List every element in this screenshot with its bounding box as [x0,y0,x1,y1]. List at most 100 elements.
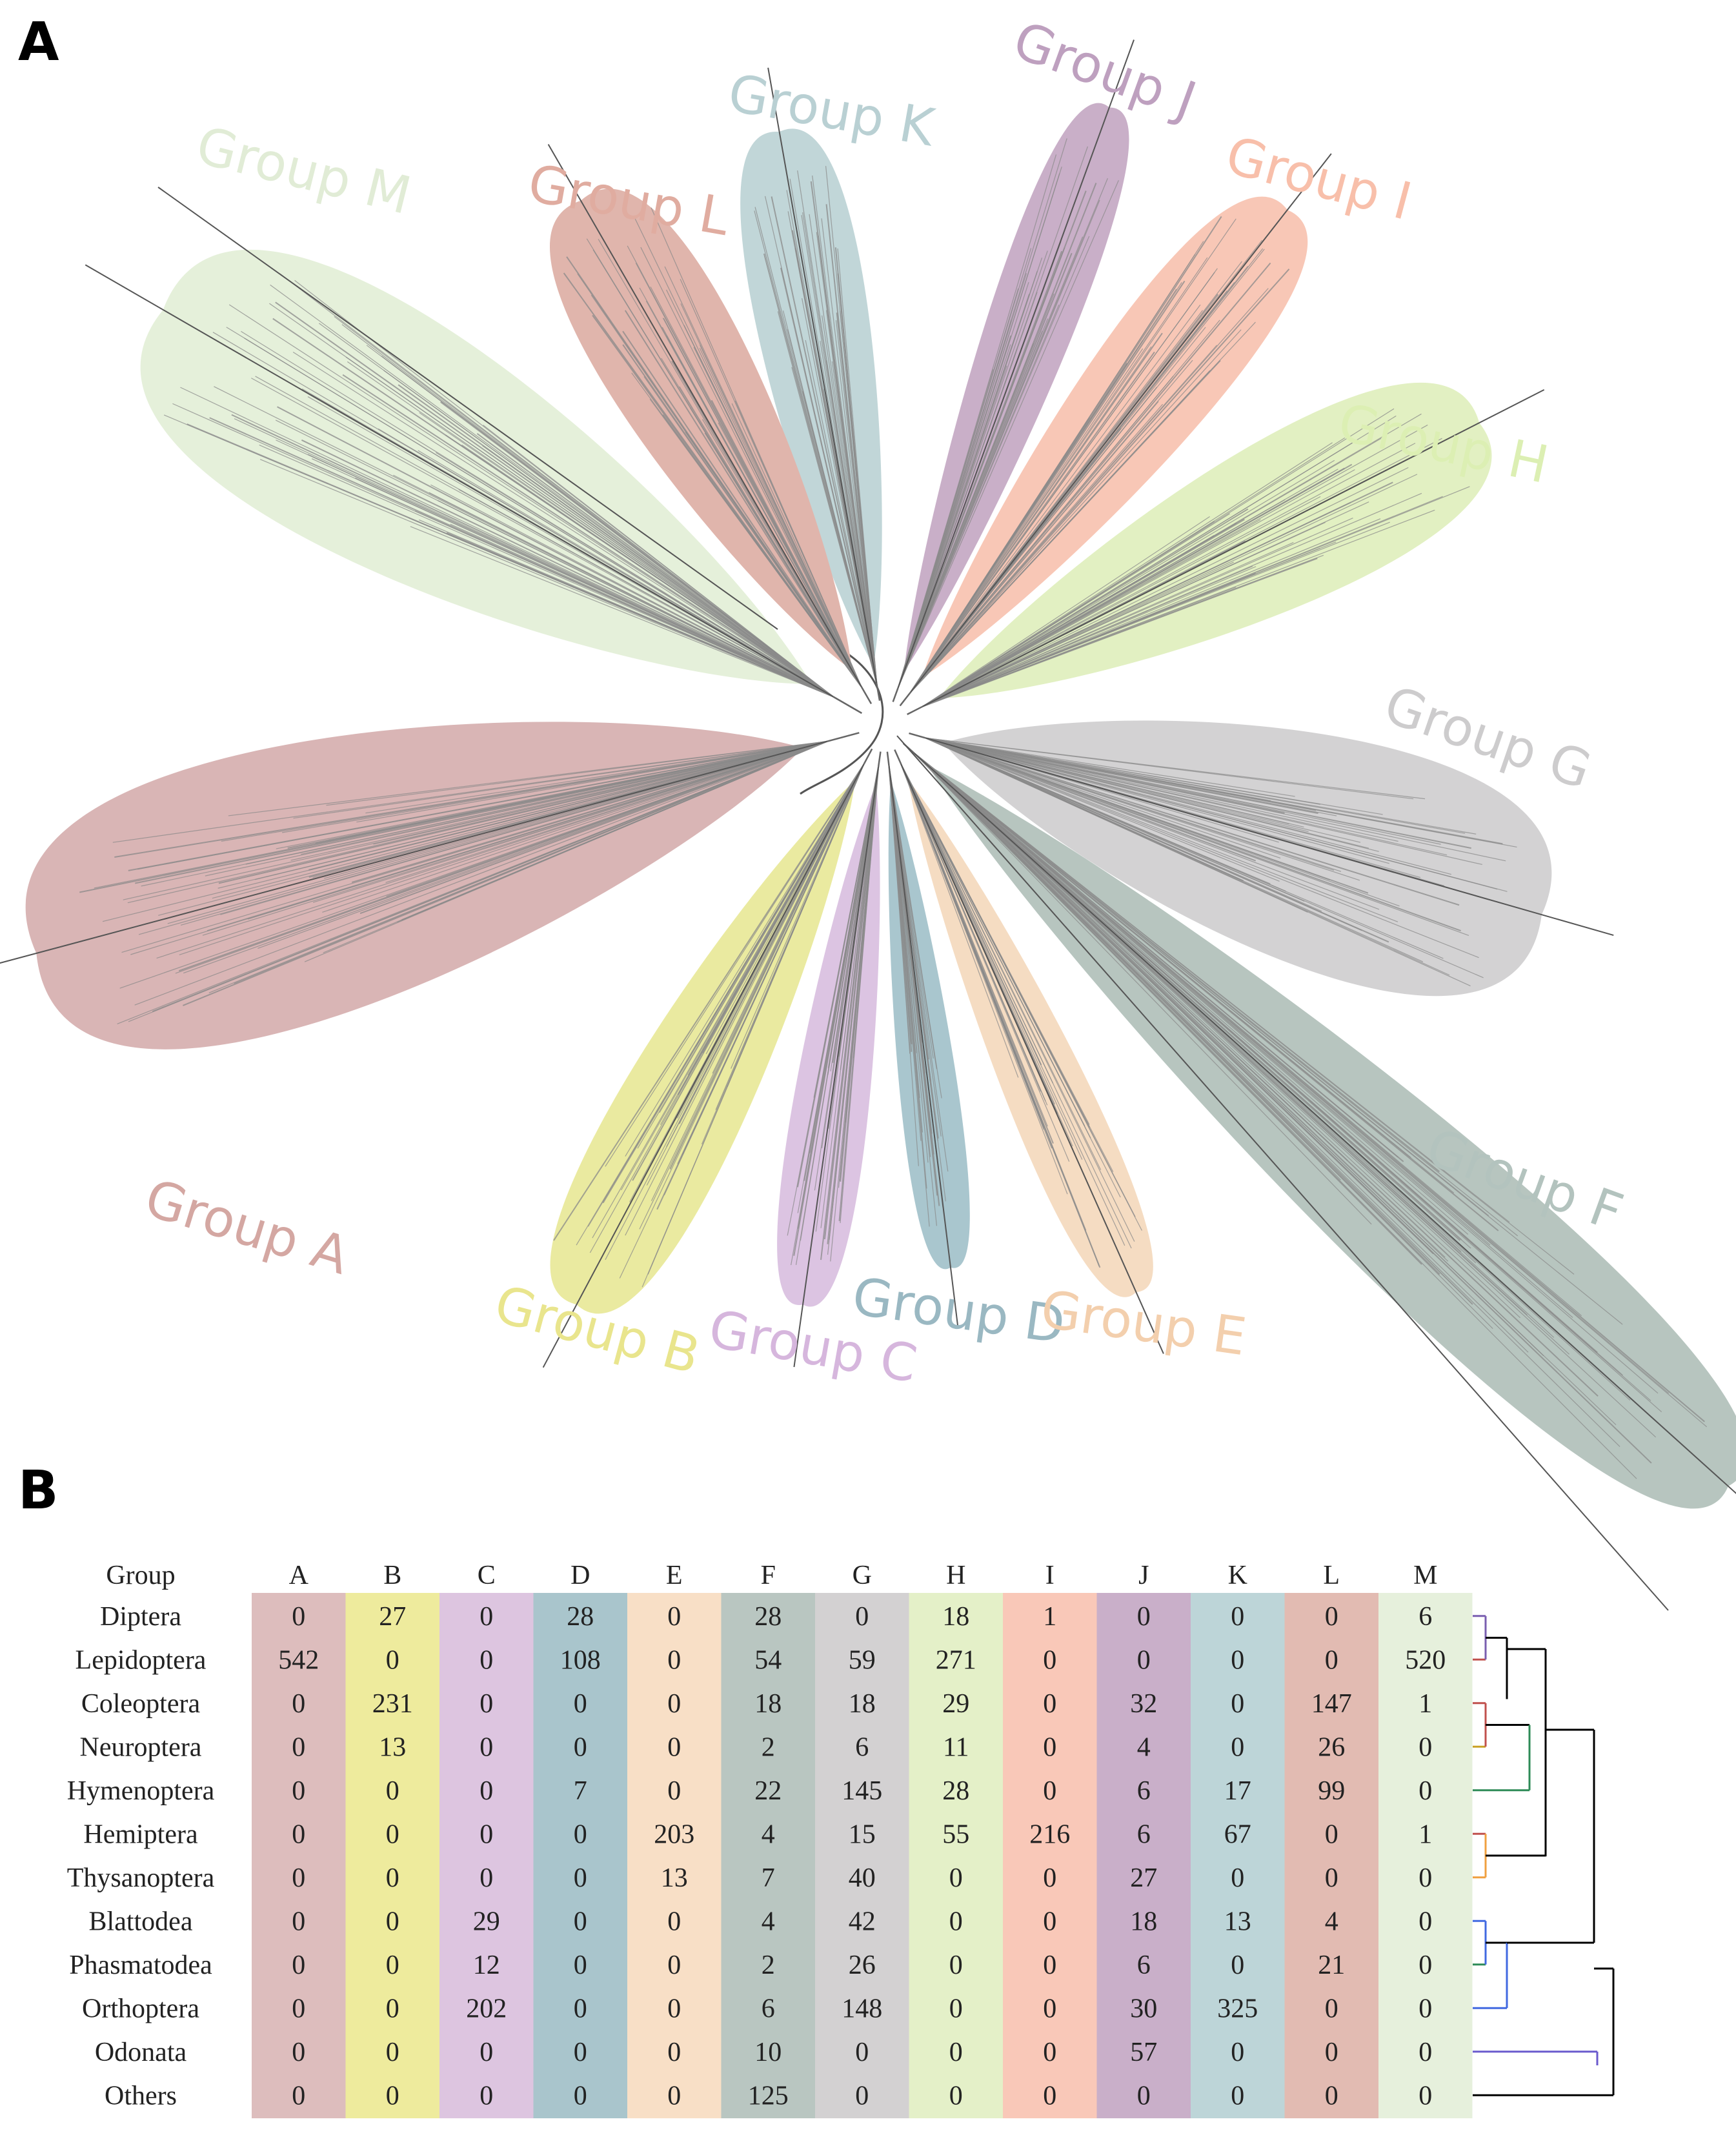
tree-branch [897,180,1119,689]
tree-branch [645,301,862,687]
tree-branch [900,763,1083,1160]
column-band-g [815,1593,909,2118]
tree-branch [910,289,1177,693]
tree-branch [566,256,862,687]
table-cell: 0 [292,2038,305,2067]
tree-branch [326,740,828,806]
tree-branch [925,737,1517,848]
tree-branch [914,753,1519,1237]
table-cell: 0 [292,1602,305,1632]
table-cell: 26 [849,1950,876,1980]
table-cell: 30 [1130,1994,1157,2023]
stem-branch [907,705,923,715]
tree-branch [897,281,1029,688]
tree-branch [925,737,1369,849]
tree-branch [218,740,828,884]
column-band-d [533,1593,627,2118]
tree-branch [910,248,1265,693]
table-cell: 0 [1418,2081,1432,2111]
table-cell: 0 [386,1994,399,2023]
table-cell: 2 [762,1732,775,1762]
tree-branch [914,753,1575,1275]
tree-branch [910,329,1242,693]
tree-branch [791,230,878,684]
table-cell: 0 [292,1776,305,1806]
tree-branch [322,740,828,913]
tree-branch [731,403,862,687]
stem-branch [833,696,862,714]
tree-branch [231,414,834,698]
tree-branch [138,740,828,935]
tree-branch [771,196,878,684]
clade-group-d: Group D [849,751,1069,1355]
table-cell: 0 [1043,1645,1056,1675]
table-cell: 0 [574,2038,587,2067]
tree-branch [290,740,828,861]
tree-branch [925,737,1398,842]
table-cell: 148 [842,1994,882,2023]
table-cell: 0 [386,1907,399,1936]
table-cell: 6 [1137,1950,1151,1980]
tree-branch [910,262,1271,693]
table-cell: 42 [849,1907,876,1936]
table-cell: 0 [479,1863,493,1893]
table-cell: 0 [386,1863,399,1893]
table-cell: 0 [667,1907,681,1936]
table-cell: 0 [479,2081,493,2111]
table-cell: 0 [1043,1950,1056,1980]
table-cell: 0 [574,2081,587,2111]
header-column-g: G [853,1561,872,1590]
tree-branch [217,740,828,889]
tree-branch [897,154,1057,688]
table-cell: 10 [754,2038,782,2067]
table-cell: 0 [574,1732,587,1762]
table-cell: 6 [1137,1776,1151,1806]
tree-branch [312,740,828,903]
tree-branch [212,740,828,899]
tree-branch [121,740,828,953]
table-cell: 1 [1418,1689,1432,1719]
tree-branch [445,434,834,697]
tree-branch [925,737,1471,849]
tree-branch [925,737,1281,859]
table-cell: 0 [574,1819,587,1849]
tree-branch [897,250,1048,688]
table-cell: 0 [949,1950,963,1980]
table-cell: 67 [1224,1819,1251,1849]
table-cell: 0 [667,1689,681,1719]
header-column-d: D [570,1561,590,1590]
table-cell: 0 [667,2081,681,2111]
tree-branch [641,764,865,1288]
table-cell: 0 [1231,1732,1244,1762]
table-cell: 1 [1418,1819,1432,1849]
row-order-label: Diptera [100,1602,181,1632]
tree-branch [914,753,1372,1225]
clade-group-g: Group G [909,674,1614,997]
long-branch [925,737,1614,937]
table-cell: 99 [1318,1776,1345,1806]
table-cell: 59 [849,1645,876,1675]
tree-branch [925,737,1398,922]
tree-branch [813,766,879,1098]
table-cell: 0 [1231,1645,1244,1675]
tree-branch [275,301,834,698]
tree-branch [128,740,828,871]
table-cell: 0 [1231,2081,1244,2111]
tree-branch [922,516,1210,707]
clade-shape-l [549,188,852,671]
tree-branch [900,763,1019,1078]
tree-branch [922,469,1338,707]
tree-branch [910,268,1290,693]
table-cell: 18 [1130,1907,1157,1936]
table-cell: 54 [754,1645,782,1675]
tree-branch [589,764,865,1253]
tree-branch [910,268,1218,693]
table-cell: 17 [1224,1776,1251,1806]
tree-branch [888,764,942,1099]
table-cell: 0 [1137,1645,1151,1675]
tree-branch [627,245,862,687]
tree-branch [279,273,834,697]
